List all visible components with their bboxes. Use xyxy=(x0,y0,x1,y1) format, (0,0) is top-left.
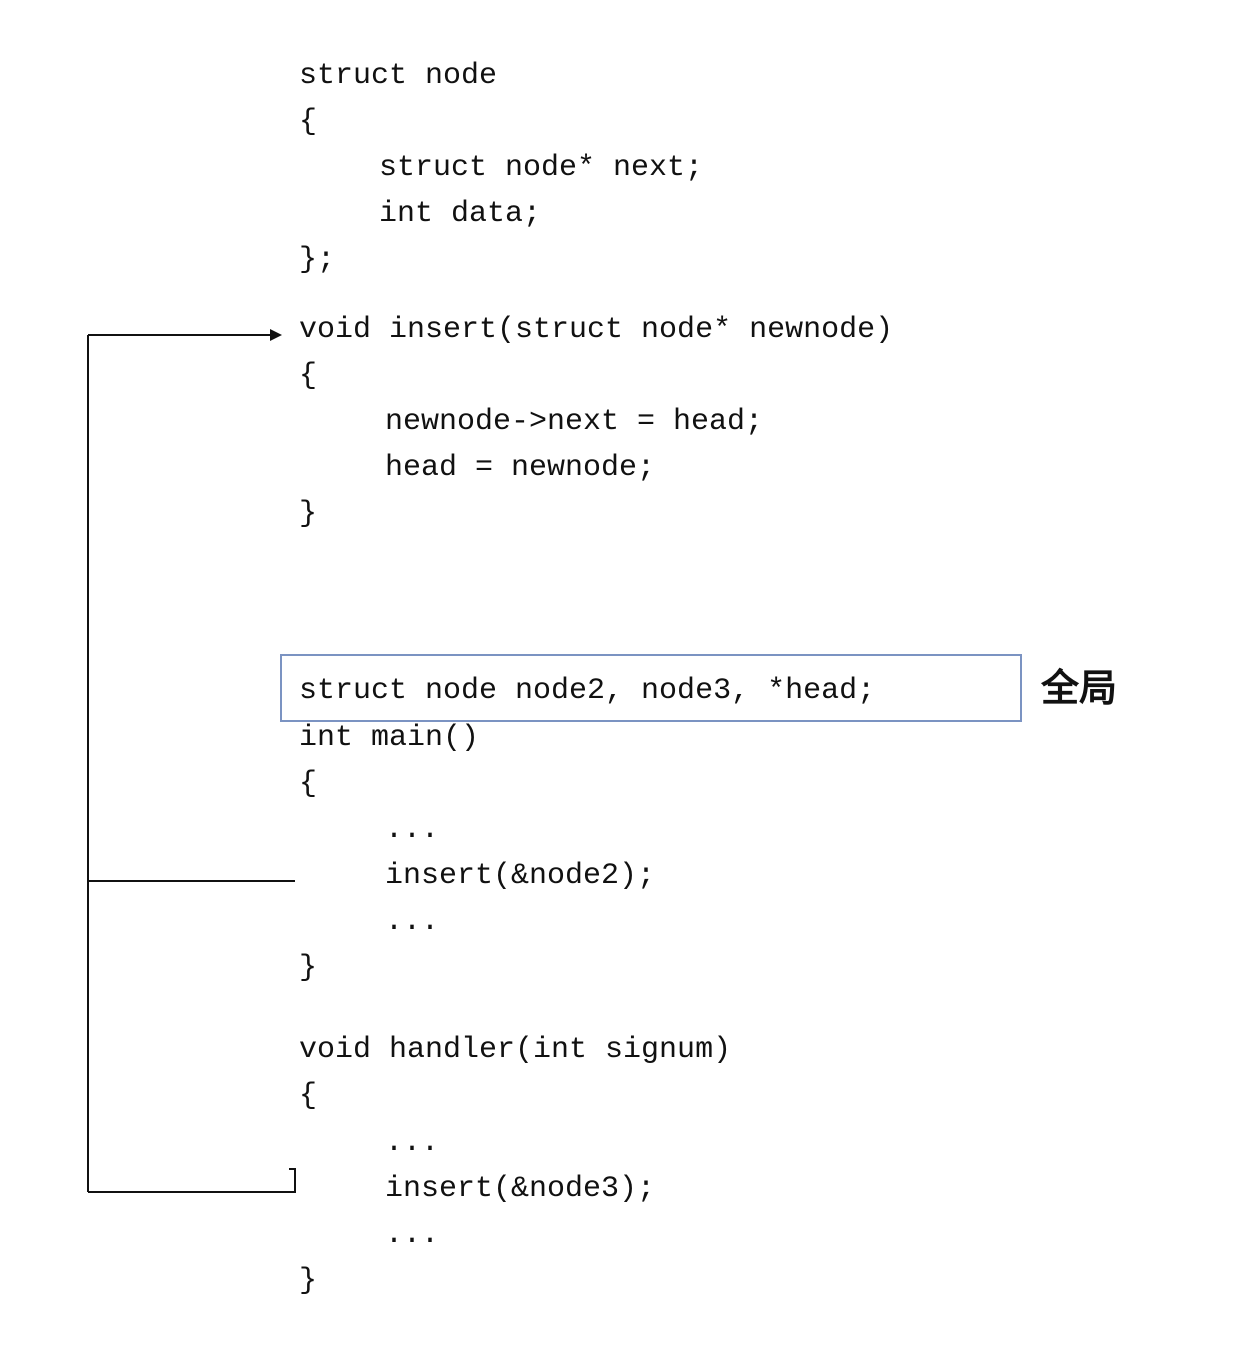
main-insert-call: insert(&node2); xyxy=(385,859,656,893)
struct-field-next: struct node* next; xyxy=(379,151,704,185)
handler-ellipsis-after: ... xyxy=(385,1218,440,1252)
main-signature: int main() xyxy=(299,721,480,755)
insert-stmt-next: newnode->next = head; xyxy=(385,405,764,439)
global-label: 全局 xyxy=(1041,665,1118,710)
handler-signature: void handler(int signum) xyxy=(299,1033,732,1067)
connector-from-handler-call xyxy=(88,1168,296,1193)
main-ellipsis-before: ... xyxy=(385,813,440,847)
struct-open-brace: { xyxy=(299,105,318,139)
handler-ellipsis-before: ... xyxy=(385,1126,440,1160)
insert-stmt-head: head = newnode; xyxy=(385,451,656,485)
struct-field-data: int data; xyxy=(379,197,542,231)
main-close-brace: } xyxy=(299,951,318,985)
insert-close-brace: } xyxy=(299,497,318,531)
main-open-brace: { xyxy=(299,767,318,801)
global-declaration-box xyxy=(280,654,1022,722)
struct-node-header: struct node xyxy=(299,59,498,93)
insert-open-brace: { xyxy=(299,359,318,393)
global-declaration: struct node node2, node3, *head; xyxy=(299,674,876,708)
insert-signature: void insert(struct node* newnode) xyxy=(299,313,894,347)
handler-insert-call: insert(&node3); xyxy=(385,1172,656,1206)
struct-close-brace: }; xyxy=(299,243,336,277)
handler-open-brace: { xyxy=(299,1079,318,1113)
handler-close-brace: } xyxy=(299,1264,318,1298)
main-ellipsis-after: ... xyxy=(385,905,440,939)
